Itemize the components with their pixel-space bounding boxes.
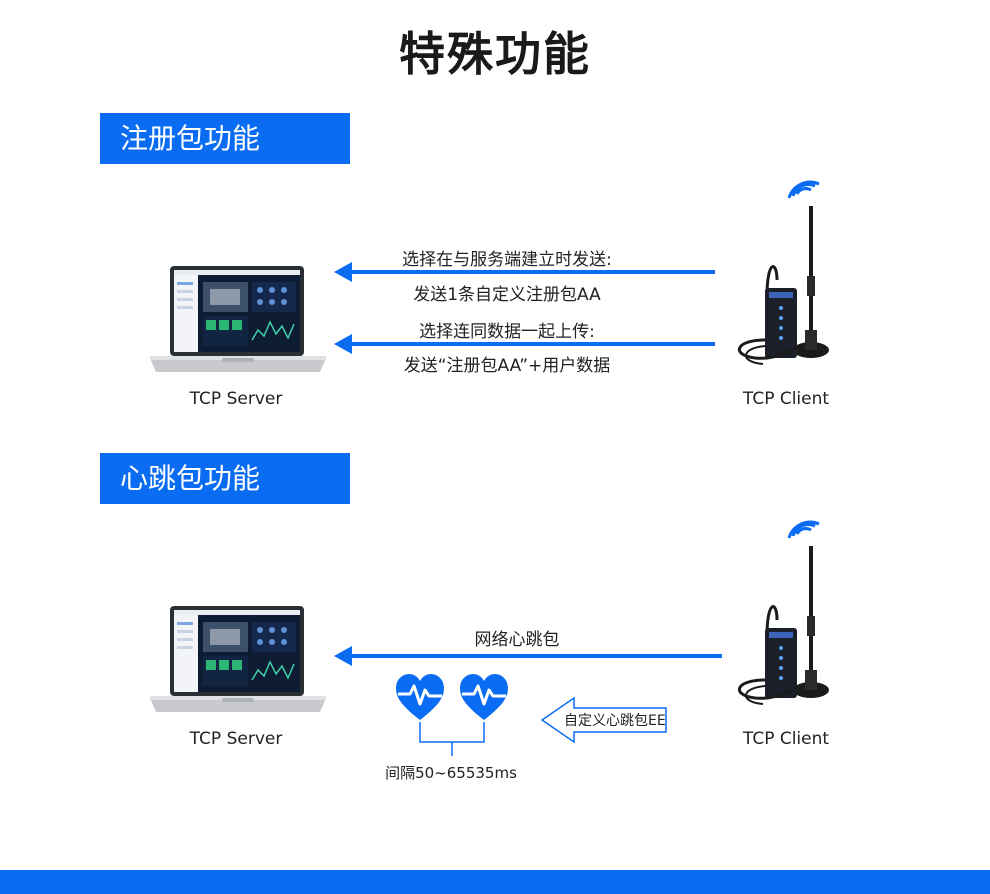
server-label: TCP Server <box>189 729 283 749</box>
bottom-bar <box>0 870 990 894</box>
arrowhead-icon <box>334 646 352 666</box>
laptop-icon <box>150 266 326 372</box>
heartbeat-arrow <box>334 646 722 666</box>
registration-arrows <box>334 262 715 354</box>
option1-line2: 发送1条自定义注册包AA <box>413 285 601 305</box>
custom-heartbeat-label: 自定义心跳包EE <box>564 713 666 729</box>
interval-bracket <box>419 722 485 756</box>
server-label: TCP Server <box>189 389 283 409</box>
heart-pulse-icon <box>396 674 444 720</box>
tcp-client-device-icon <box>737 520 829 705</box>
interval-label: 间隔50~65535ms <box>385 764 517 782</box>
arrowhead-icon <box>334 262 352 282</box>
heartbeat-hearts <box>396 674 508 720</box>
client-label: TCP Client <box>742 389 830 409</box>
option1-line1: 选择在与服务端建立时发送: <box>402 250 612 270</box>
option2-line1: 选择连同数据一起上传: <box>419 322 595 342</box>
section-header-registration: 注册包功能 <box>100 113 350 164</box>
arrowhead-icon <box>334 334 352 354</box>
section-header-heartbeat: 心跳包功能 <box>100 453 350 504</box>
option2-line2: 发送“注册包AA”+用户数据 <box>403 356 611 376</box>
tcp-client-device-icon <box>737 180 829 365</box>
heartbeat-arrow-label: 网络心跳包 <box>474 630 560 650</box>
client-label: TCP Client <box>742 729 830 749</box>
heart-pulse-icon <box>460 674 508 720</box>
page-title: 特殊功能 <box>399 27 591 81</box>
laptop-icon <box>150 606 326 712</box>
custom-heartbeat-arrow-icon <box>540 696 667 744</box>
